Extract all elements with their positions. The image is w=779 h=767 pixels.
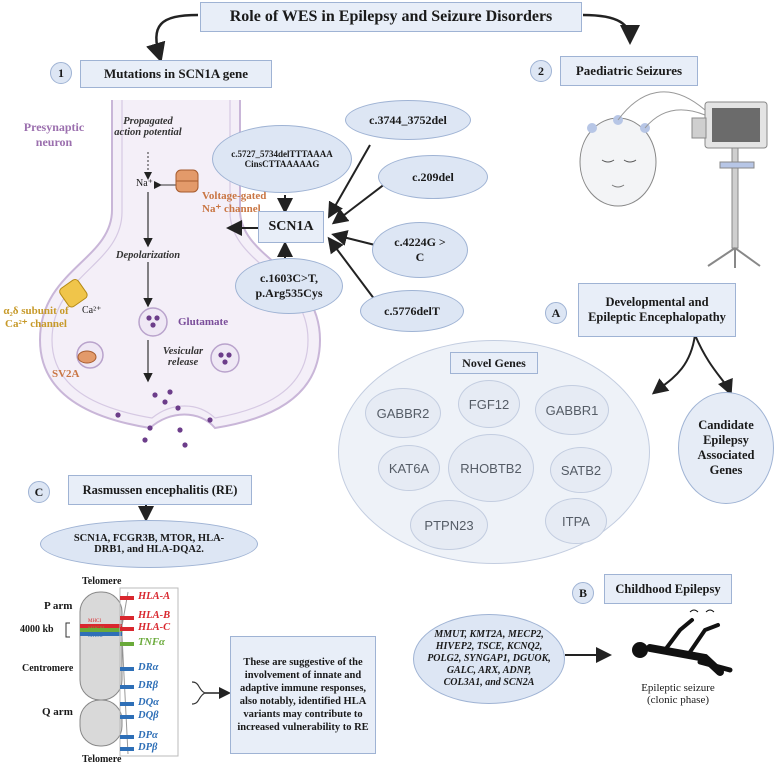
scn1a-box: SCN1A	[258, 211, 324, 243]
title-arrow-left	[146, 13, 199, 63]
glutamate-label: Glutamate	[178, 316, 229, 328]
gene-rhobtb2: RHOBTB2	[448, 434, 534, 502]
dr-alpha: DRα	[138, 662, 159, 673]
telomere-bottom: Telomere	[82, 754, 122, 765]
re-genes: SCN1A, FCGR3B, MTOR, HLA-DRB1, and HLA-D…	[40, 520, 258, 568]
mhc-3: MHCIII	[88, 627, 105, 632]
eeg-illustration	[579, 91, 768, 268]
section-c-title: Rasmussen encephalitis (RE)	[68, 475, 252, 505]
gene-gabbr2: GABBR2	[365, 388, 441, 438]
gene-gabbr1: GABBR1	[535, 385, 609, 435]
seizure-label: Epileptic seizure (clonic phase)	[641, 682, 715, 706]
hla-b: HLA-B	[138, 610, 171, 621]
candidate-genes: Candidate Epilepsy Associated Genes	[678, 392, 774, 504]
seizure-illustration	[632, 609, 733, 676]
novel-genes-title: Novel Genes	[450, 352, 538, 374]
section-a-number: A	[545, 302, 567, 324]
mutation-1: c.3744_3752del	[345, 100, 471, 140]
mhc-1: MHCI	[88, 619, 102, 624]
mhc-2: MHCII	[88, 634, 103, 639]
presynaptic-label: Presynaptic neuron	[23, 120, 85, 149]
centromere-label: Centromere	[22, 663, 74, 674]
telomere-top: Telomere	[82, 576, 122, 587]
hla-ticks	[120, 596, 134, 751]
hla-note: These are suggestive of the involvement …	[230, 636, 376, 754]
section-1-title: Mutations in SCN1A gene	[80, 60, 272, 88]
vesicular-label: Vesicular release	[162, 346, 204, 368]
section-2-title: Paediatric Seizures	[560, 56, 698, 86]
mutation-4: c.5776delT	[360, 290, 464, 332]
gene-ptpn23: PTPN23	[410, 500, 488, 550]
section-1-number: 1	[50, 62, 72, 84]
main-title: Role of WES in Epilepsy and Seizure Diso…	[200, 2, 582, 32]
propagated-label: Propagated action potential	[114, 116, 182, 138]
sv2a-label: SV2A	[52, 368, 80, 380]
section-b-title: Childhood Epilepsy	[604, 574, 732, 604]
mutation-2: c.209del	[378, 155, 488, 199]
dp-alpha: DPα	[138, 730, 158, 741]
section-2-number: 2	[530, 60, 552, 82]
section-a-title: Developmental and Epileptic Encephalopat…	[578, 283, 736, 337]
gene-fgf12: FGF12	[458, 380, 520, 428]
title-arrow-right	[582, 13, 640, 45]
mutation-5: c.1603C>T, p.Arg535Cys	[235, 258, 343, 314]
kb-label: 4000 kb	[20, 624, 54, 635]
gene-kat6a: KAT6A	[378, 445, 440, 491]
voltage-gated-label: Voltage-gated Na⁺ channel	[202, 190, 267, 215]
gene-satb2: SATB2	[550, 447, 612, 493]
q-arm-label: Q arm	[42, 706, 73, 718]
gene-itpa: ITPA	[545, 498, 607, 544]
dq-beta: DQβ	[138, 710, 159, 721]
childhood-genes: MMUT, KMT2A, MECP2, HIVEP2, TSCE, KCNQ2,…	[413, 614, 565, 704]
ca-label: Ca²⁺	[82, 305, 102, 316]
tnf-alpha: TNFα	[138, 637, 165, 648]
p-arm-label: P arm	[44, 600, 73, 612]
dp-beta: DPβ	[138, 742, 158, 753]
mutation-3: c.4224G > C	[372, 222, 468, 278]
depolarization-label: Depolarization	[115, 250, 181, 261]
hla-a: HLA-A	[138, 591, 171, 602]
hla-c: HLA-C	[138, 622, 171, 633]
dr-beta: DRβ	[138, 680, 158, 691]
alpha-subunit-label: α₂δ subunit of Ca²⁺ channel	[3, 305, 69, 330]
na-label: Na⁺	[136, 178, 153, 189]
section-b-number: B	[572, 582, 594, 604]
mutation-0: c.5727_5734delTTTAAAA CinsCTTAAAAAG	[212, 125, 352, 193]
dq-alpha: DQα	[138, 697, 159, 708]
section-c-number: C	[28, 481, 50, 503]
